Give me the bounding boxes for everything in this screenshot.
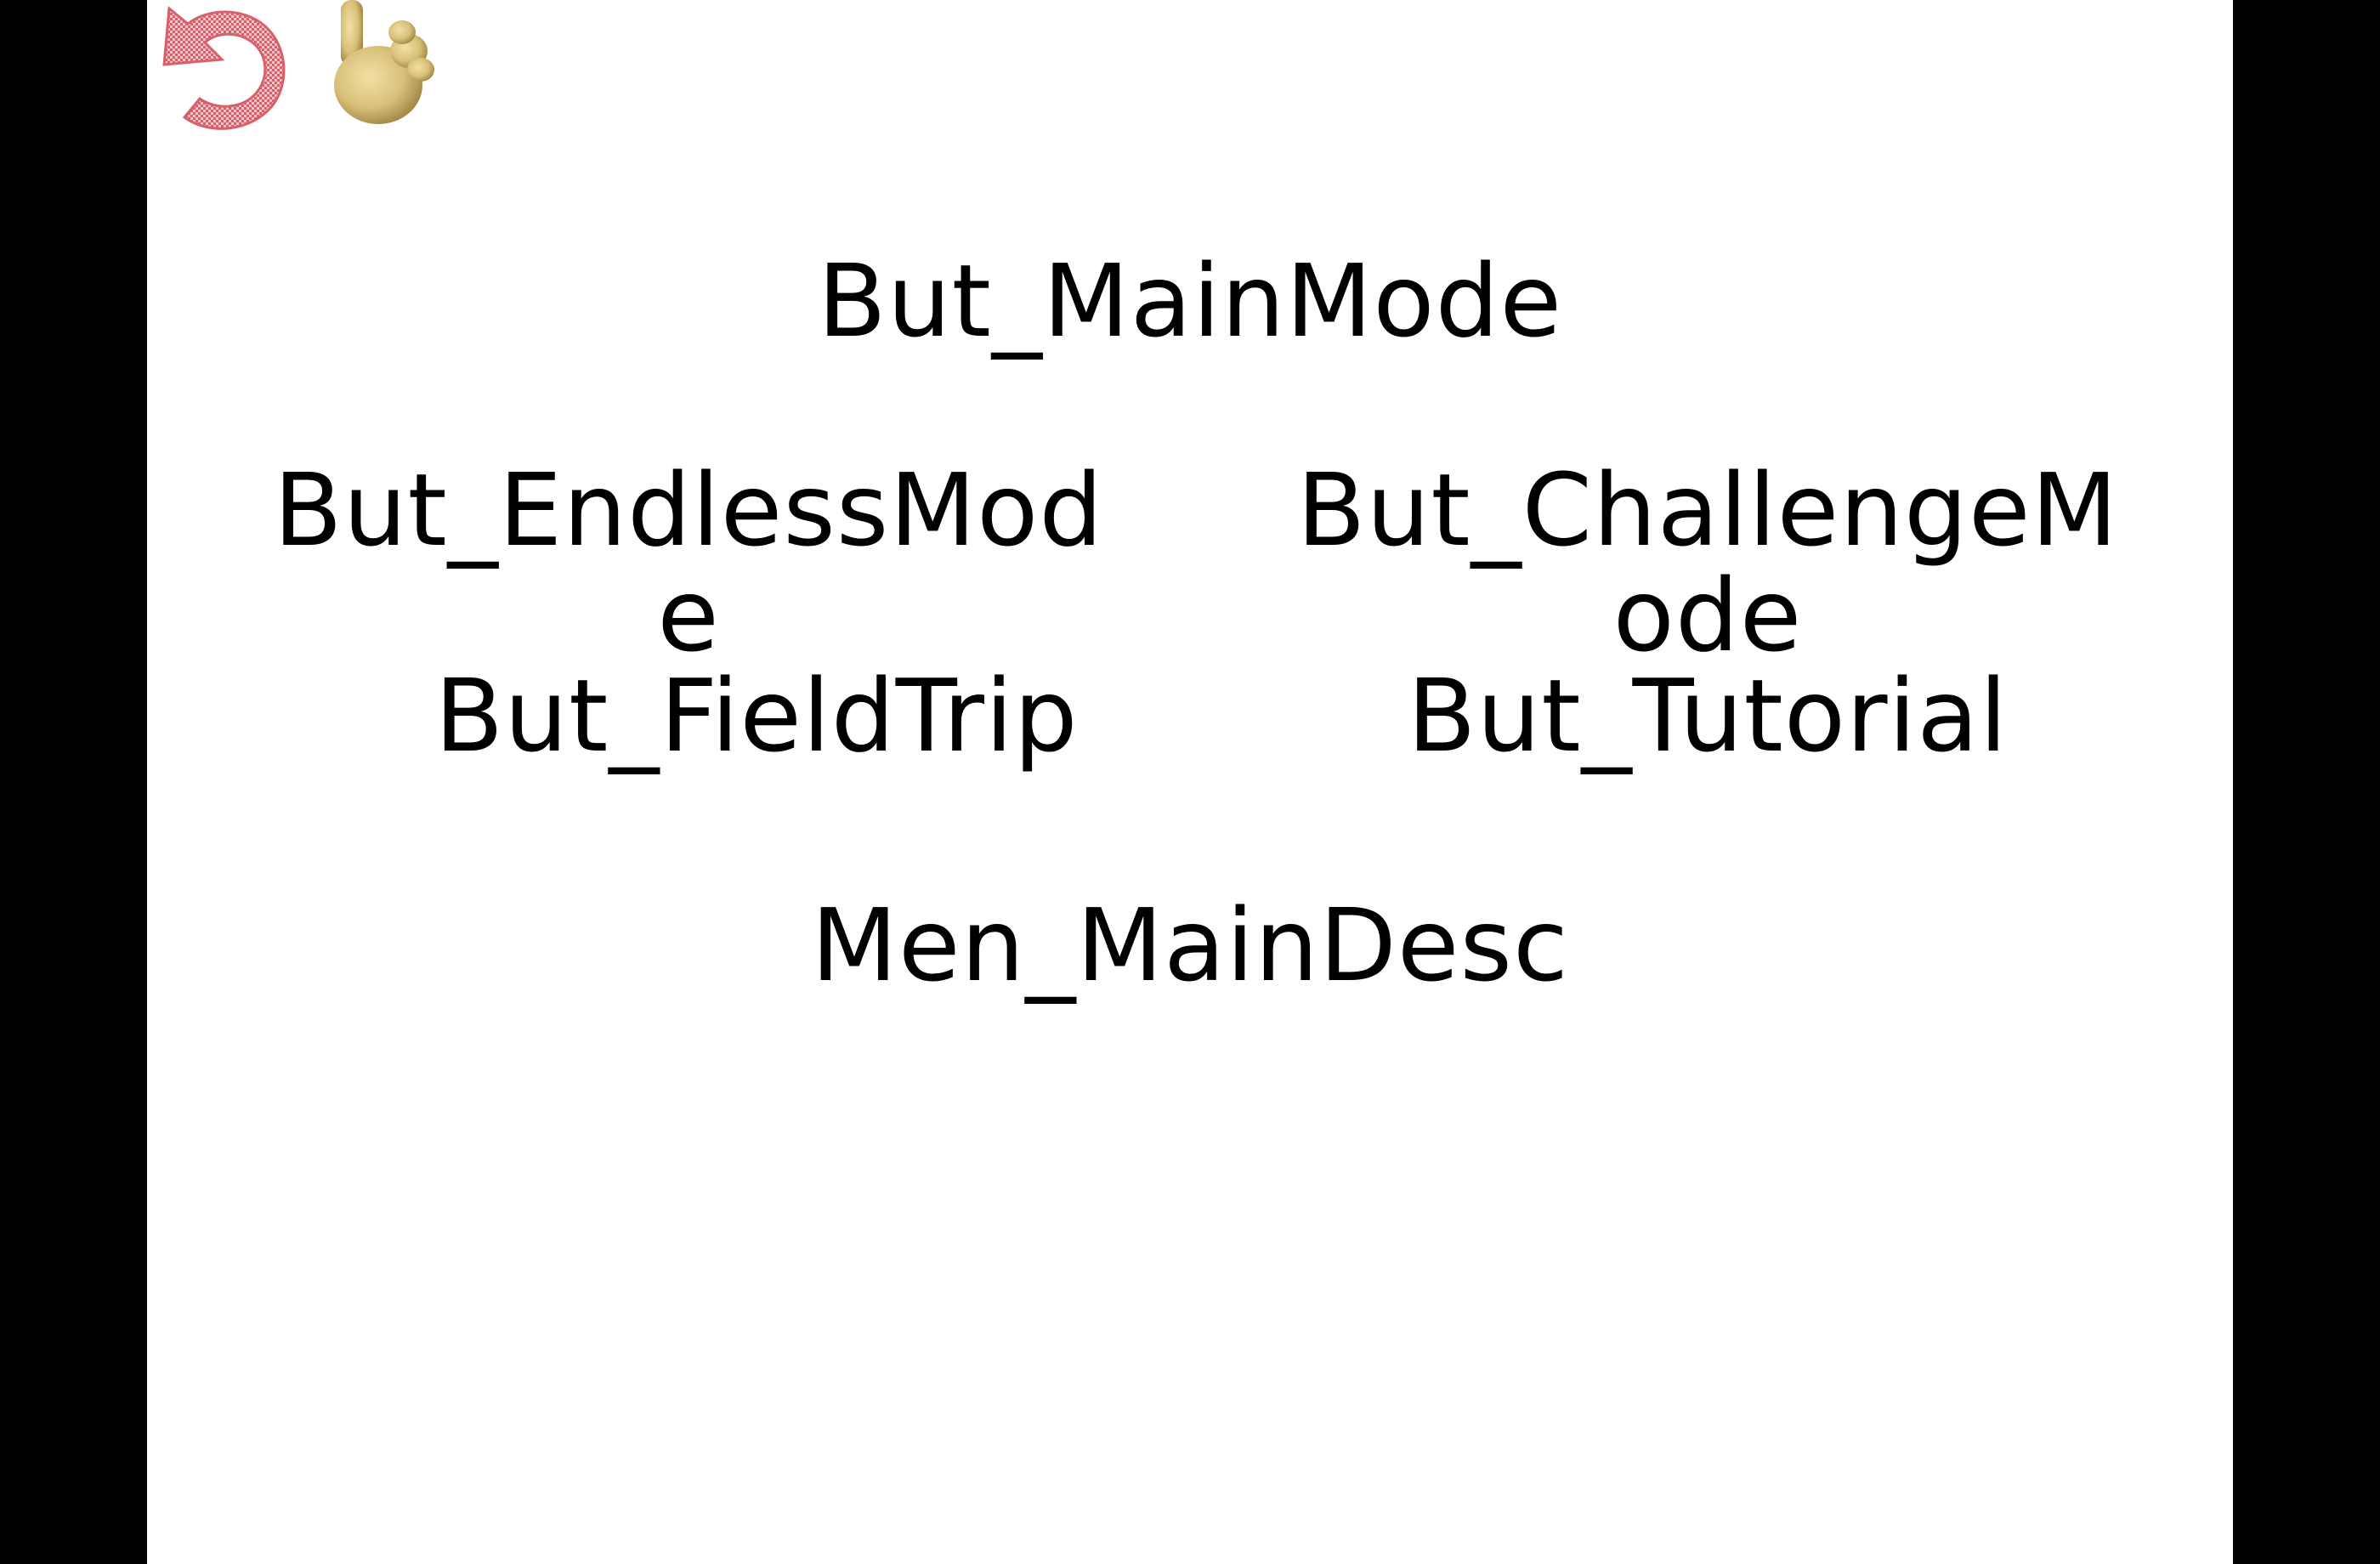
back-arrow-icon[interactable] xyxy=(147,0,292,139)
game-menu-screen: But_MainMode But_EndlessMode But_Challen… xyxy=(147,0,2233,1564)
tutorial-button[interactable]: But_Tutorial xyxy=(1407,657,2009,774)
main-mode-button[interactable]: But_MainMode xyxy=(817,242,1563,360)
main-description-text: Men_MainDesc xyxy=(811,887,1569,1004)
pointing-hand-icon xyxy=(320,0,448,129)
endless-mode-button[interactable]: But_EndlessMode xyxy=(273,451,1104,674)
challenge-mode-button[interactable]: But_ChallengeMode xyxy=(1296,451,2119,674)
field-trip-button[interactable]: But_FieldTrip xyxy=(434,657,1079,774)
